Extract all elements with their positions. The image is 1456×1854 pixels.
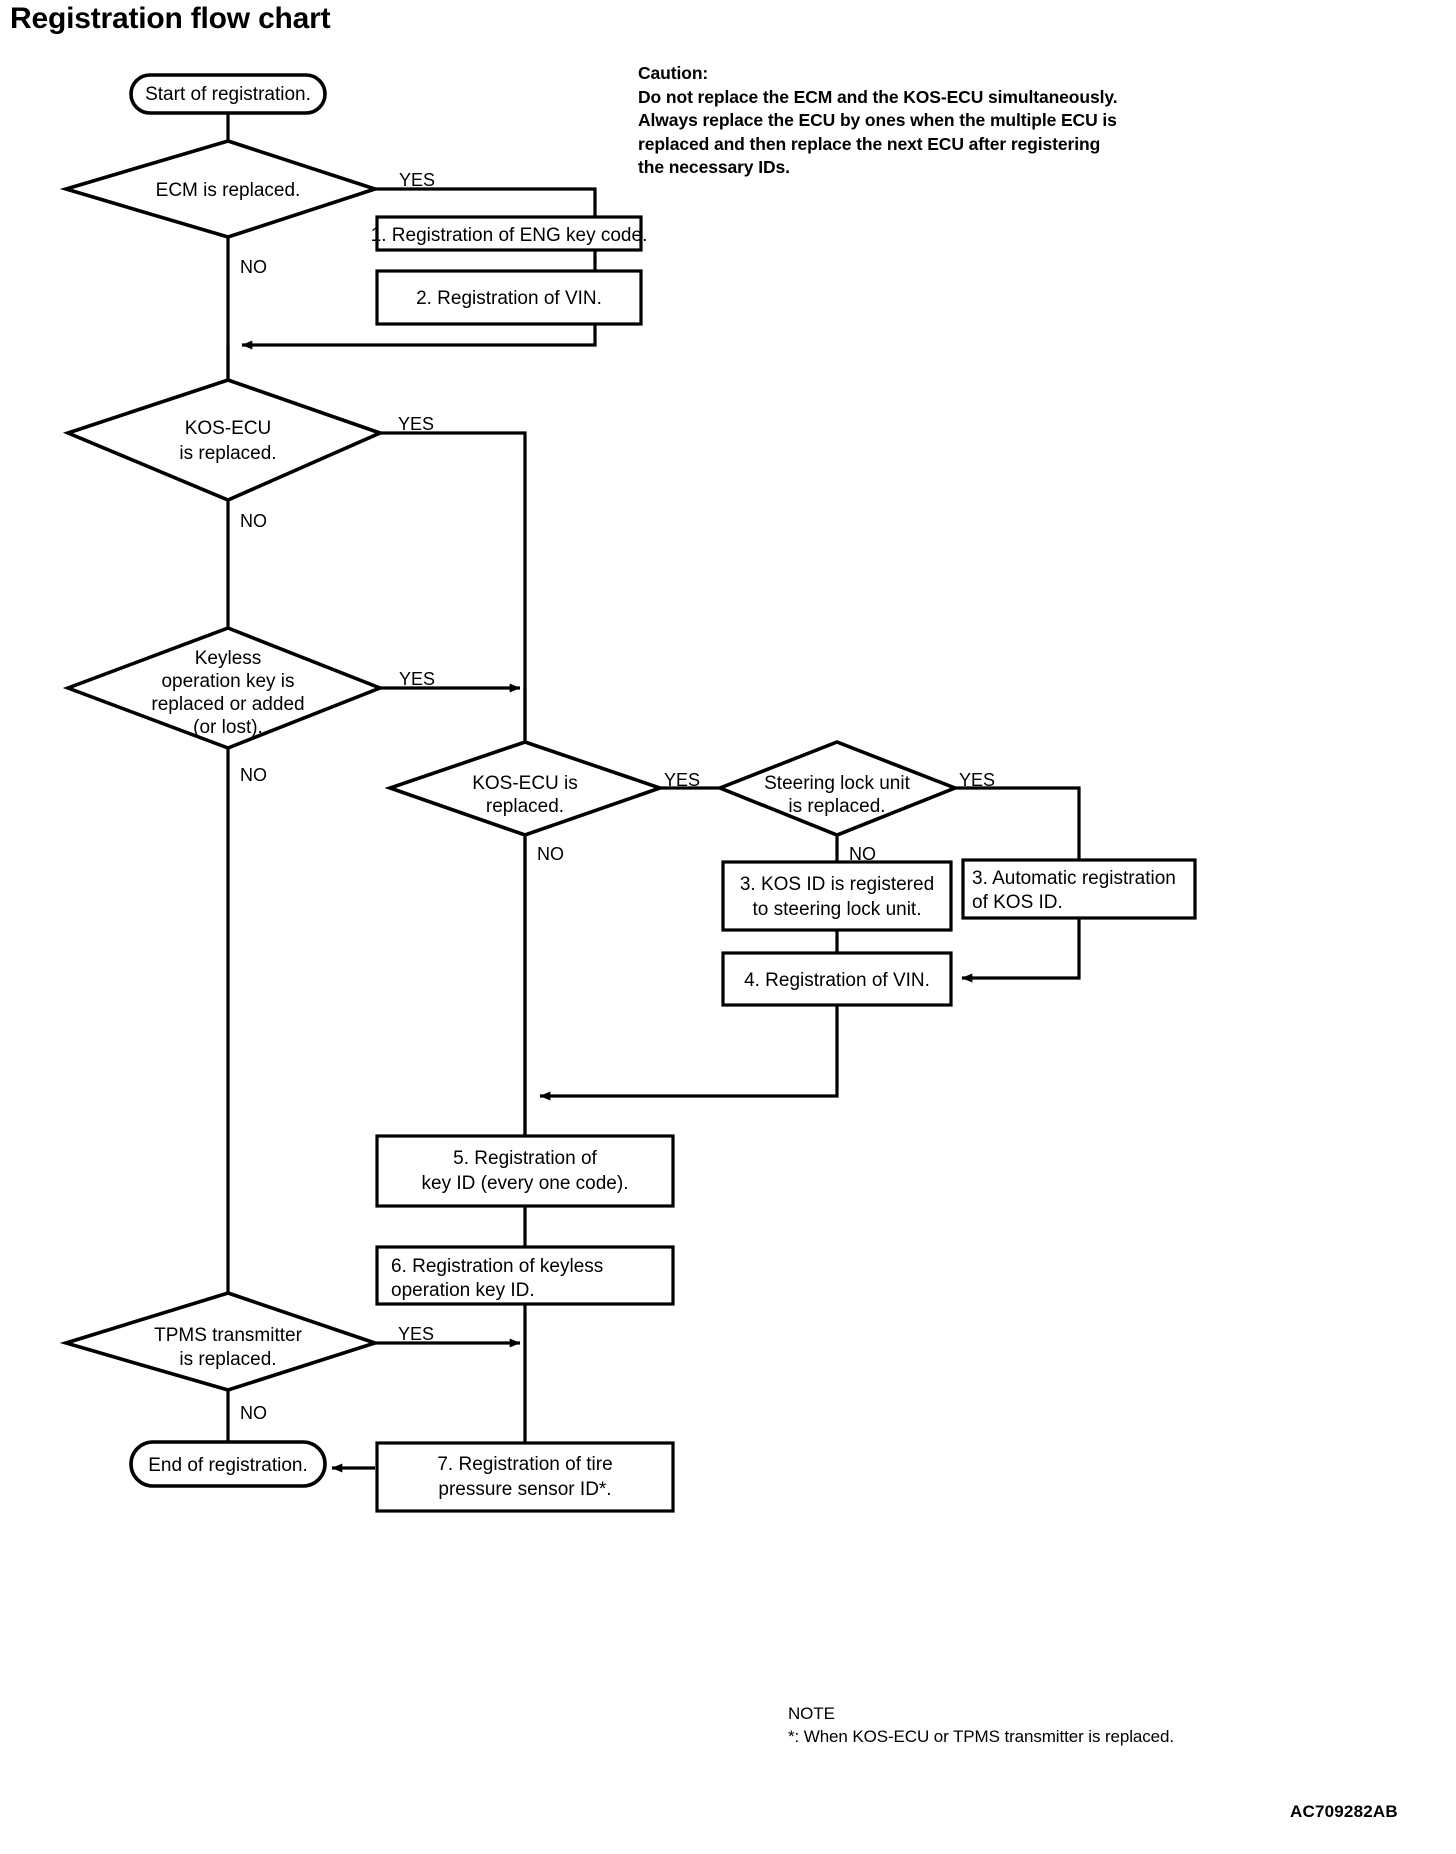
node-box-1-line-1: 1. Registration of ENG key code.	[371, 225, 648, 246]
edge-label-kos2-no: NO	[537, 844, 564, 864]
node-box-6[interactable]: 6. Registration of keyless operation key…	[375, 1245, 675, 1306]
caution-line-3: replaced and then replace the next ECU a…	[638, 133, 1101, 154]
edge-label-tpms-yes: YES	[398, 1324, 434, 1344]
node-box-4[interactable]: 4. Registration of VIN.	[721, 951, 953, 1007]
node-box-5[interactable]: 5. Registration of key ID (every one cod…	[375, 1134, 675, 1208]
node-decision-ecm[interactable]: ECM is replaced.	[59, 139, 381, 239]
edge-label-tpms-no: NO	[240, 1403, 267, 1423]
edge-b3b-to-b4	[961, 918, 1081, 983]
node-box-3b[interactable]: 3. Automatic registration of KOS ID.	[961, 858, 1197, 920]
node-decision-kos-ecu-1[interactable]: KOS-ECU is replaced.	[62, 378, 385, 502]
node-decision-steer-line-2: is replaced.	[788, 796, 885, 817]
node-end[interactable]: End of registration.	[129, 1440, 327, 1488]
edge-label-keyless-yes: YES	[399, 669, 435, 689]
caution-heading: Caution:	[638, 63, 709, 83]
caution-line-2: Always replace the ECU by ones when the …	[638, 110, 1117, 130]
node-decision-keyless-line-1: Keyless	[195, 648, 262, 669]
node-decision-steering-lock[interactable]: Steering lock unit is replaced.	[715, 740, 960, 837]
node-box-3a[interactable]: 3. KOS ID is registered to steering lock…	[721, 860, 953, 932]
node-decision-ecm-line-1: ECM is replaced.	[156, 180, 301, 201]
node-decision-kos2-line-1: KOS-ECU is	[472, 773, 578, 794]
node-decision-keyless-line-4: (or lost).	[193, 717, 263, 738]
node-decision-tpms-line-2: is replaced.	[179, 1349, 276, 1370]
node-end-line-1: End of registration.	[148, 1455, 307, 1476]
edge-label-kos1-yes: YES	[398, 414, 434, 434]
edge-ecm-yes	[375, 187, 597, 218]
node-decision-keyless[interactable]: Keyless operation key is replaced or add…	[62, 626, 385, 750]
node-box-3b-line-2: of KOS ID.	[972, 892, 1063, 913]
node-decision-keyless-line-2: operation key is	[161, 671, 294, 692]
caution-line-4: the necessary IDs.	[638, 157, 790, 177]
node-start[interactable]: Start of registration.	[129, 73, 327, 115]
node-box-5-line-1: 5. Registration of	[453, 1148, 597, 1169]
node-box-4-line-1: 4. Registration of VIN.	[744, 970, 930, 991]
edge-box2-to-spine	[241, 324, 597, 350]
edge-label-ecm-no: NO	[240, 257, 267, 277]
node-box-2[interactable]: 2. Registration of VIN.	[375, 269, 643, 326]
node-box-2-line-1: 2. Registration of VIN.	[416, 288, 602, 309]
node-decision-tpms-line-1: TPMS transmitter	[154, 1325, 302, 1346]
edge-label-kos1-no: NO	[240, 511, 267, 531]
node-decision-keyless-line-3: replaced or added	[151, 694, 304, 715]
node-decision-kos2-line-2: replaced.	[486, 796, 564, 817]
node-box-5-line-2: key ID (every one code).	[422, 1173, 629, 1194]
node-box-3a-line-2: to steering lock unit.	[753, 899, 922, 920]
edge-label-keyless-no: NO	[240, 765, 267, 785]
node-box-6-line-2: operation key ID.	[391, 1280, 535, 1301]
node-decision-kos-ecu-2[interactable]: KOS-ECU is replaced.	[384, 740, 666, 837]
edge-label-ecm-yes: YES	[399, 170, 435, 190]
node-decision-kos1-line-2: is replaced.	[179, 443, 276, 464]
node-decision-kos1-line-1: KOS-ECU	[185, 418, 272, 439]
document-code: AC709282AB	[1290, 1802, 1398, 1821]
note-block: NOTE *: When KOS-ECU or TPMS transmitter…	[788, 1702, 1448, 1748]
node-start-line-1: Start of registration.	[145, 84, 311, 105]
edge-label-kos2-yes: YES	[664, 770, 700, 790]
caution-line-1: Do not replace the ECM and the KOS-ECU s…	[638, 86, 1118, 107]
page-title: Registration flow chart	[10, 2, 331, 35]
edge-b4-to-riser	[539, 1005, 839, 1101]
node-box-1[interactable]: 1. Registration of ENG key code.	[371, 215, 648, 252]
note-line-1: *: When KOS-ECU or TPMS transmitter is r…	[788, 1727, 1175, 1746]
edge-steer-yes	[955, 786, 1081, 860]
node-box-7-line-1: 7. Registration of tire	[437, 1454, 612, 1475]
node-box-6-line-1: 6. Registration of keyless	[391, 1256, 603, 1277]
edge-label-steer-no: NO	[849, 844, 876, 864]
node-decision-tpms[interactable]: TPMS transmitter is replaced.	[59, 1291, 381, 1392]
node-box-7[interactable]: 7. Registration of tire pressure sensor …	[375, 1441, 675, 1513]
node-box-3b-line-1: 3. Automatic registration	[972, 868, 1176, 889]
edge-label-steer-yes: YES	[959, 770, 995, 790]
node-box-3a-line-1: 3. KOS ID is registered	[740, 874, 934, 895]
caution-block: Caution: Do not replace the ECM and the …	[638, 62, 1198, 180]
node-decision-steer-line-1: Steering lock unit	[764, 773, 910, 794]
node-box-7-line-2: pressure sensor ID*.	[438, 1479, 611, 1500]
note-heading: NOTE	[788, 1704, 835, 1723]
